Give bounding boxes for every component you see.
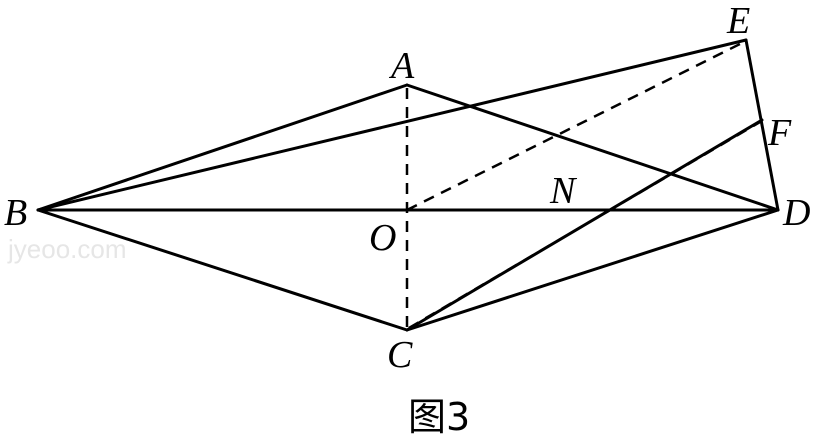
segment-CD [405, 208, 780, 332]
label-O: O [369, 217, 396, 259]
segment-AB [36, 83, 409, 212]
segment-ED [744, 38, 780, 212]
segment-BE [36, 38, 748, 212]
label-B: B [4, 192, 27, 234]
figure-caption: 图3 [408, 395, 470, 439]
label-A: A [388, 45, 415, 87]
segment-OE-dashed [406, 40, 745, 212]
label-D: D [782, 192, 810, 234]
segment-BC [36, 208, 409, 332]
label-N: N [549, 170, 578, 212]
segment-AD [405, 83, 780, 212]
label-E: E [726, 0, 750, 42]
label-F: F [767, 112, 792, 154]
watermark: jyeoo.com [7, 234, 127, 264]
segment-CF-dashed [408, 120, 761, 330]
label-C: C [387, 334, 413, 376]
